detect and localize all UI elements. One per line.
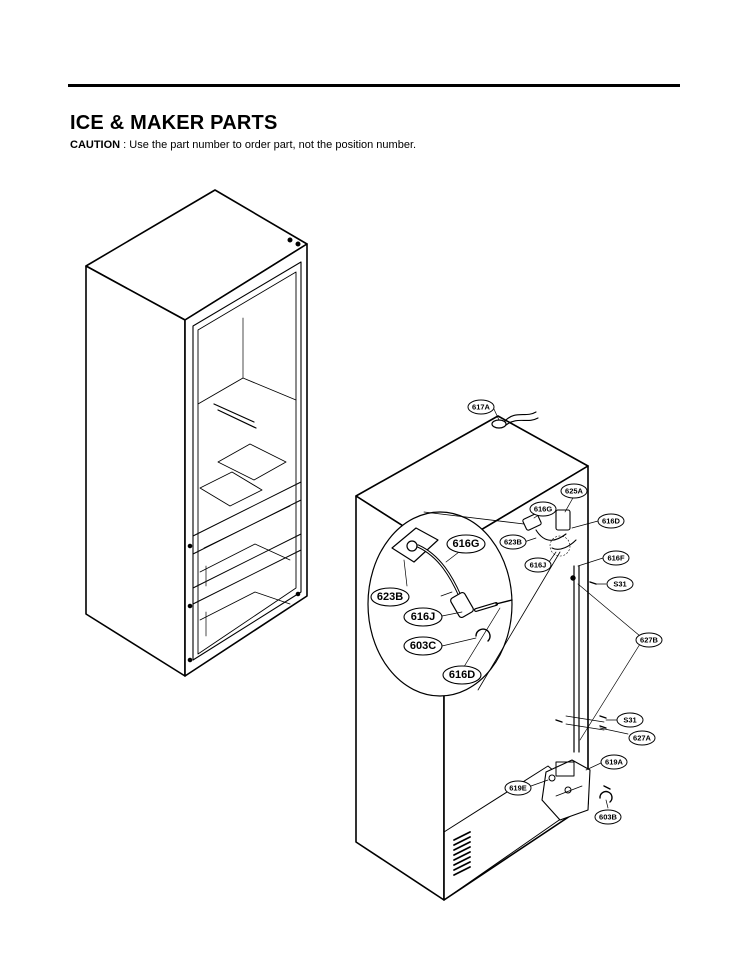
callout-627B: 627B (635, 632, 663, 648)
callout-label: 627B (640, 636, 659, 645)
callout-619A: 619A (600, 754, 628, 770)
callout-S31-bottom: S31 (616, 712, 644, 728)
icemaker-fitting (522, 509, 577, 557)
callout-616J-large: 616J (403, 607, 443, 627)
callout-625A: 625A (560, 483, 588, 499)
header-rule (68, 84, 680, 87)
callout-616D-small: 616D (597, 513, 625, 529)
callout-603C-large: 603C (403, 636, 443, 656)
callout-603B: 603B (594, 809, 622, 825)
callout-616J-small: 616J (524, 557, 552, 573)
callout-label: 603C (410, 640, 436, 652)
leader-lines (492, 406, 641, 809)
callout-label: 625A (565, 487, 584, 496)
callout-S31-top: S31 (606, 576, 634, 592)
callout-label: 616F (607, 554, 625, 563)
callout-label: 616J (411, 611, 435, 623)
caution-text: : Use the part number to order part, not… (120, 139, 417, 151)
callout-label: S31 (613, 580, 626, 589)
vent-grille (453, 831, 471, 876)
page-title: ICE & MAKER PARTS (70, 112, 278, 134)
callout-label: 623B (504, 538, 523, 547)
callout-label: 616G (453, 538, 480, 550)
caution-note: CAUTION : Use the part number to order p… (70, 139, 416, 151)
callout-label: S31 (623, 716, 636, 725)
callout-label: 616J (530, 561, 547, 570)
callout-616D-large: 616D (442, 665, 482, 685)
callout-627A: 627A (628, 730, 656, 746)
callout-616G-large: 616G (446, 534, 486, 554)
water-valve (541, 759, 591, 821)
front-cabinet (85, 189, 308, 677)
callout-label: 617A (472, 403, 491, 412)
detail-magnifier (367, 511, 561, 697)
callout-label: 619A (605, 758, 624, 767)
callout-label: 627A (633, 734, 652, 743)
callout-616F: 616F (602, 550, 630, 566)
callout-label: 603B (599, 813, 618, 822)
callout-623B-small: 623B (499, 534, 527, 550)
callout-label: 619E (509, 784, 527, 793)
callout-617A: 617A (467, 399, 495, 415)
callout-label: 623B (377, 591, 403, 603)
callout-623B-large: 623B (370, 587, 410, 607)
callout-label: 616D (602, 517, 621, 526)
callout-label: 616G (534, 505, 553, 514)
caution-label: CAUTION (70, 139, 121, 151)
callout-label: 616D (449, 669, 475, 681)
callout-616G-small: 616G (529, 501, 557, 517)
callout-619E: 619E (504, 780, 532, 796)
